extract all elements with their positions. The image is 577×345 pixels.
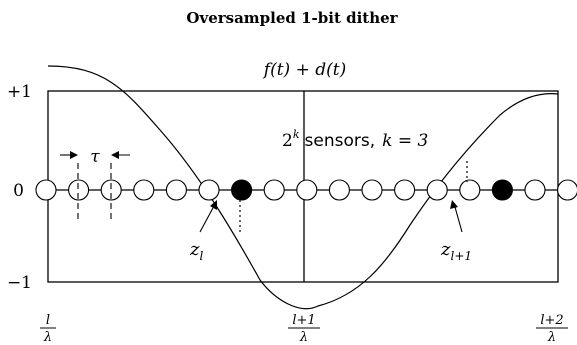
time-tick-2-denominator: λ bbox=[547, 330, 556, 345]
sensor-count-word: sensors, bbox=[305, 131, 376, 151]
sensor bbox=[263, 179, 285, 201]
sensor bbox=[100, 179, 122, 201]
crossing-first-subscript: l bbox=[199, 249, 203, 263]
sensor bbox=[524, 179, 546, 201]
spacing-label: τ bbox=[90, 147, 100, 167]
sensor bbox=[328, 179, 350, 201]
time-tick-0: l λ bbox=[40, 313, 56, 345]
time-tick-1-denominator: λ bbox=[299, 330, 308, 345]
sensor bbox=[361, 179, 383, 201]
signal-label: f(t) + d(t) bbox=[262, 60, 346, 80]
crossing-second-base: z bbox=[440, 239, 451, 260]
level-plus-one-label: +1 bbox=[7, 82, 32, 102]
time-tick-1: l+1 λ bbox=[288, 313, 320, 345]
sensor bbox=[459, 179, 481, 201]
sensor-k-value: k = 3 bbox=[382, 131, 428, 151]
time-tick-0-denominator: λ bbox=[43, 330, 52, 345]
time-tick-1-numerator: l+1 bbox=[292, 313, 315, 328]
time-tick-2-numerator: l+2 bbox=[540, 313, 563, 328]
signal-curve bbox=[47, 65, 559, 310]
sensor-count-annotation: 2k sensors, k = 3 bbox=[282, 128, 428, 151]
level-zero-label: 0 bbox=[13, 181, 24, 201]
sensor-active bbox=[491, 179, 513, 201]
time-tick-0-numerator: l bbox=[46, 313, 50, 328]
sensor bbox=[296, 179, 318, 201]
crossing-first-base: z bbox=[189, 239, 200, 260]
sensor bbox=[198, 179, 220, 201]
sensor bbox=[68, 179, 90, 201]
sensor-active bbox=[231, 179, 253, 201]
time-tick-2: l+2 λ bbox=[536, 313, 568, 345]
diagram-title: Oversampled 1-bit dither bbox=[186, 9, 398, 27]
crossing-arrow-first-icon bbox=[199, 200, 217, 233]
sensor-row bbox=[35, 179, 577, 201]
crossing-second-subscript: l+1 bbox=[450, 249, 472, 263]
sensor bbox=[426, 179, 448, 201]
crossing-arrow-second-icon bbox=[450, 200, 463, 233]
level-minus-one-label: −1 bbox=[7, 273, 32, 293]
sensor bbox=[394, 179, 416, 201]
crossing-label-first: zl bbox=[189, 239, 203, 263]
sensor-count-exponent: k bbox=[293, 128, 300, 141]
sensor bbox=[35, 179, 57, 201]
sensor bbox=[165, 179, 187, 201]
spacing-arrow-right-icon bbox=[111, 151, 130, 159]
crossing-label-second: zl+1 bbox=[440, 239, 472, 263]
sensor bbox=[557, 179, 577, 201]
sensor-count-base: 2 bbox=[282, 131, 293, 151]
spacing-arrow-left-icon bbox=[60, 151, 78, 159]
sensor bbox=[133, 179, 155, 201]
